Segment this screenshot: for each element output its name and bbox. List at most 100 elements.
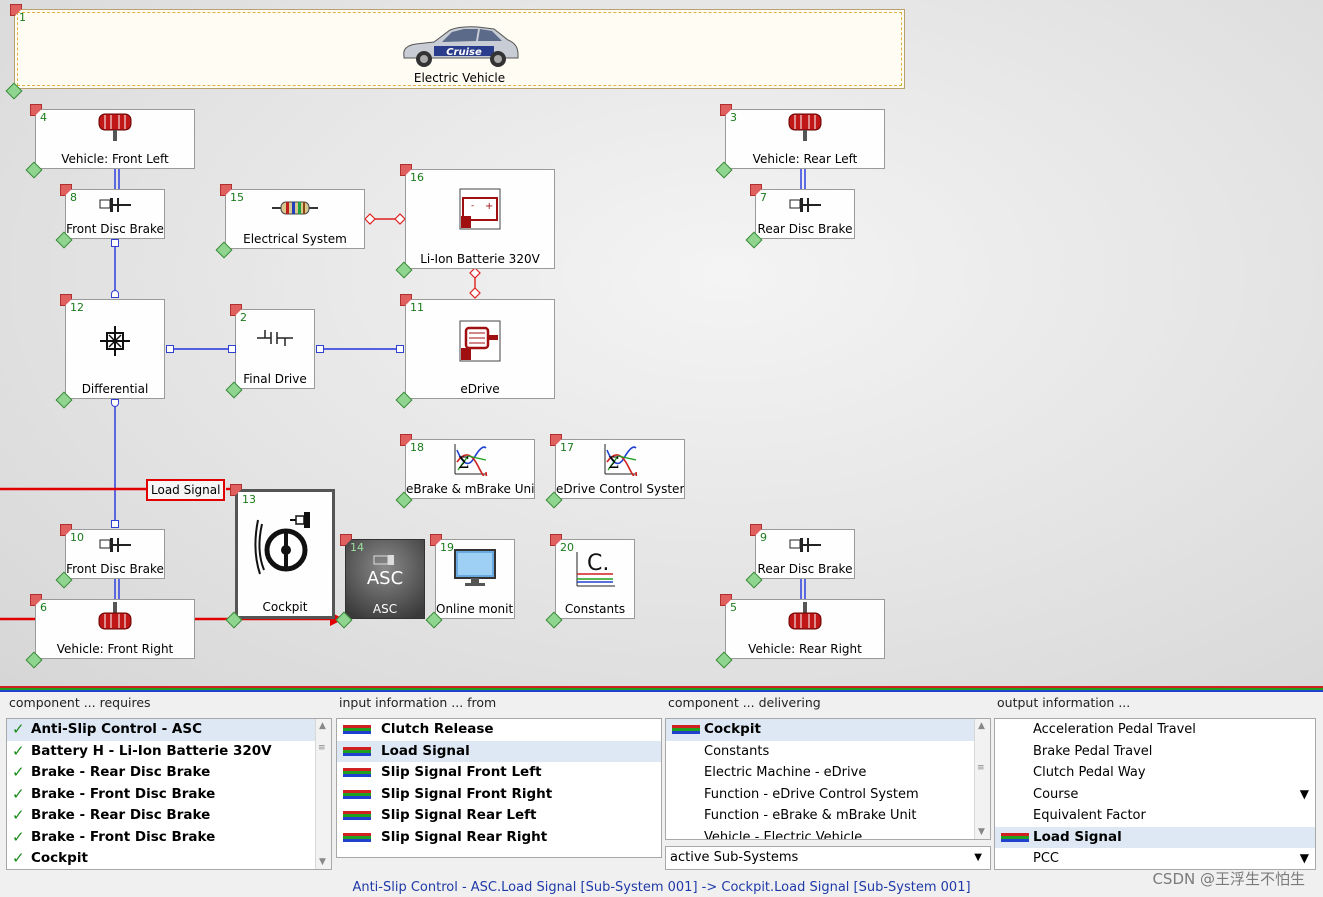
column-header: output information ... — [997, 695, 1131, 710]
component-final-drive[interactable]: 2 Final Drive — [235, 309, 315, 389]
mech-port[interactable] — [111, 239, 119, 247]
mech-port[interactable] — [111, 399, 119, 407]
component-vehicle-rear-left[interactable]: 3 Vehicle: Rear Left — [725, 109, 885, 169]
list-item[interactable]: ✓Anti-Slip Control - ASC — [7, 719, 331, 741]
list-item[interactable]: Constants — [666, 741, 990, 763]
mech-port[interactable] — [396, 345, 404, 353]
resistor-icon — [272, 200, 318, 216]
component-vehicle-front-right[interactable]: 6 Vehicle: Front Right — [35, 599, 195, 659]
check-icon: ✓ — [12, 806, 25, 824]
signal-badge-icon — [343, 725, 371, 734]
expand-arrow-icon[interactable]: ▼ — [1299, 851, 1309, 865]
component-li-ion-battery[interactable]: 16 -+ Li-Ion Batterie 320V — [405, 169, 555, 269]
component-edrive-control-system[interactable]: 17 Σ eDrive Control System — [555, 439, 685, 499]
scroll-up-icon[interactable]: ▲ — [978, 721, 985, 731]
vertical-scrollbar[interactable]: ▲ ≡ ▼ — [315, 719, 331, 869]
signal-badge-icon — [343, 811, 371, 820]
component-number: 13 — [242, 493, 256, 506]
scroll-up-icon[interactable]: ▲ — [319, 721, 326, 731]
list-item[interactable]: Slip Signal Front Left — [337, 762, 661, 784]
output-list[interactable]: Acceleration Pedal Travel Brake Pedal Tr… — [994, 718, 1316, 870]
input-list[interactable]: Clutch Release Load Signal Slip Signal F… — [336, 718, 662, 858]
component-label: Online monitor — [436, 602, 514, 616]
expand-arrow-icon[interactable]: ▼ — [1299, 786, 1309, 801]
list-item[interactable]: ✓Brake - Rear Disc Brake — [7, 805, 331, 827]
list-item[interactable]: Load Signal — [995, 826, 1315, 848]
list-item[interactable]: ✓Cockpit — [7, 848, 331, 869]
component-ebrake-mbrake-unit[interactable]: 18 Σ eBrake & mBrake Unit — [405, 439, 535, 499]
delivering-list[interactable]: Cockpit Constants Electric Machine - eDr… — [665, 718, 991, 840]
component-label: Vehicle: Rear Right — [748, 642, 862, 656]
list-item[interactable]: ✓Brake - Rear Disc Brake — [7, 762, 331, 784]
column-header: component ... delivering — [668, 695, 821, 710]
check-icon: ✓ — [12, 720, 25, 738]
component-electrical-system[interactable]: 15 Electrical System — [225, 189, 365, 249]
list-item[interactable]: Vehicle - Electric Vehicle — [666, 827, 990, 840]
component-number: 2 — [240, 311, 247, 324]
scroll-thumb[interactable]: ≡ — [318, 743, 326, 753]
scroll-down-icon[interactable]: ▼ — [978, 827, 985, 837]
component-vehicle-rear-right[interactable]: 5 Vehicle: Rear Right — [725, 599, 885, 659]
list-item[interactable]: Electric Machine - eDrive — [666, 762, 990, 784]
list-item[interactable]: Clutch Release — [337, 719, 661, 741]
svg-text:C.: C. — [587, 551, 609, 576]
component-asc[interactable]: 14 ASC ASC — [345, 539, 425, 619]
list-item[interactable]: ✓Brake - Front Disc Brake — [7, 784, 331, 806]
differential-icon — [98, 324, 132, 358]
component-number: 1 — [19, 11, 26, 24]
list-item[interactable]: ✓Battery H - Li-Ion Batterie 320V — [7, 741, 331, 763]
component-edrive[interactable]: 11 eDrive — [405, 299, 555, 399]
list-item[interactable]: Acceleration Pedal Travel — [995, 719, 1315, 741]
mech-port[interactable] — [111, 520, 119, 528]
component-number: 10 — [70, 531, 84, 544]
list-item[interactable]: Load Signal — [337, 740, 661, 762]
list-item[interactable]: Clutch Pedal Way — [995, 762, 1315, 784]
list-item[interactable]: Slip Signal Rear Right — [337, 827, 661, 849]
list-item-label: Load Signal — [1033, 828, 1122, 845]
component-differential[interactable]: 12 Differential — [65, 299, 165, 399]
scroll-thumb[interactable]: ≡ — [977, 763, 985, 773]
component-front-disc-brake-8[interactable]: 8 Front Disc Brake — [65, 189, 165, 239]
list-item[interactable]: Cockpit — [666, 719, 990, 741]
list-item[interactable]: Equivalent Factor — [995, 805, 1315, 827]
list-item-label: Slip Signal Front Left — [381, 764, 542, 780]
connection-panel: component ... requires ✓Anti-Slip Contro… — [0, 686, 1323, 897]
mech-port[interactable] — [111, 290, 119, 298]
component-electric-vehicle[interactable]: 1 Cruise Electric Vehicle — [14, 9, 905, 89]
component-rear-disc-brake-9[interactable]: 9 Rear Disc Brake — [755, 529, 855, 579]
component-online-monitor[interactable]: 19 Online monitor — [435, 539, 515, 619]
list-item-label: Constants — [704, 743, 770, 759]
component-front-disc-brake-10[interactable]: 10 Front Disc Brake — [65, 529, 165, 579]
list-item[interactable]: Brake Pedal Travel — [995, 741, 1315, 763]
subsystem-select[interactable]: active Sub-Systems ▼ — [665, 846, 991, 870]
mech-port[interactable] — [166, 345, 174, 353]
signal-label[interactable]: Load Signal — [146, 479, 226, 501]
component-rear-disc-brake-7[interactable]: 7 Rear Disc Brake — [755, 189, 855, 239]
list-item[interactable]: Function - eDrive Control System — [666, 784, 990, 806]
component-label: Electric Vehicle — [413, 71, 506, 85]
list-item-label: Brake - Front Disc Brake — [31, 785, 216, 802]
list-item[interactable]: PCC▼ — [995, 848, 1315, 869]
column-header: input information ... from — [339, 695, 497, 710]
component-label: Cockpit — [262, 600, 308, 614]
list-item[interactable]: Course▼ — [995, 784, 1315, 806]
mech-port[interactable] — [228, 345, 236, 353]
list-item[interactable]: Slip Signal Rear Left — [337, 805, 661, 827]
list-item[interactable]: Function - eBrake & mBrake Unit — [666, 805, 990, 827]
scroll-down-icon[interactable]: ▼ — [319, 857, 326, 867]
mech-port[interactable] — [316, 345, 324, 353]
requires-list[interactable]: ✓Anti-Slip Control - ASC ✓Battery H - Li… — [6, 718, 332, 870]
check-icon: ✓ — [12, 763, 25, 781]
component-constants[interactable]: 20 C. Constants — [555, 539, 635, 619]
vertical-scrollbar[interactable]: ▲ ≡ ▼ — [974, 719, 990, 839]
list-item[interactable]: ✓Brake - Front Disc Brake — [7, 827, 331, 849]
component-cockpit[interactable]: 13 Cockpit — [235, 489, 335, 619]
component-vehicle-front-left[interactable]: 4 Vehicle: Front Left — [35, 109, 195, 169]
list-item[interactable]: Slip Signal Front Right — [337, 784, 661, 806]
list-item-label: Acceleration Pedal Travel — [1033, 722, 1196, 737]
signal-badge-icon — [343, 746, 371, 756]
list-item-label: Clutch Pedal Way — [1033, 765, 1146, 780]
list-item-label: Brake - Front Disc Brake — [31, 828, 216, 845]
list-item-label: Cockpit — [31, 850, 88, 866]
model-canvas[interactable]: 1 Cruise Electric Vehicle 4 Vehicle: Fro… — [0, 0, 1323, 686]
